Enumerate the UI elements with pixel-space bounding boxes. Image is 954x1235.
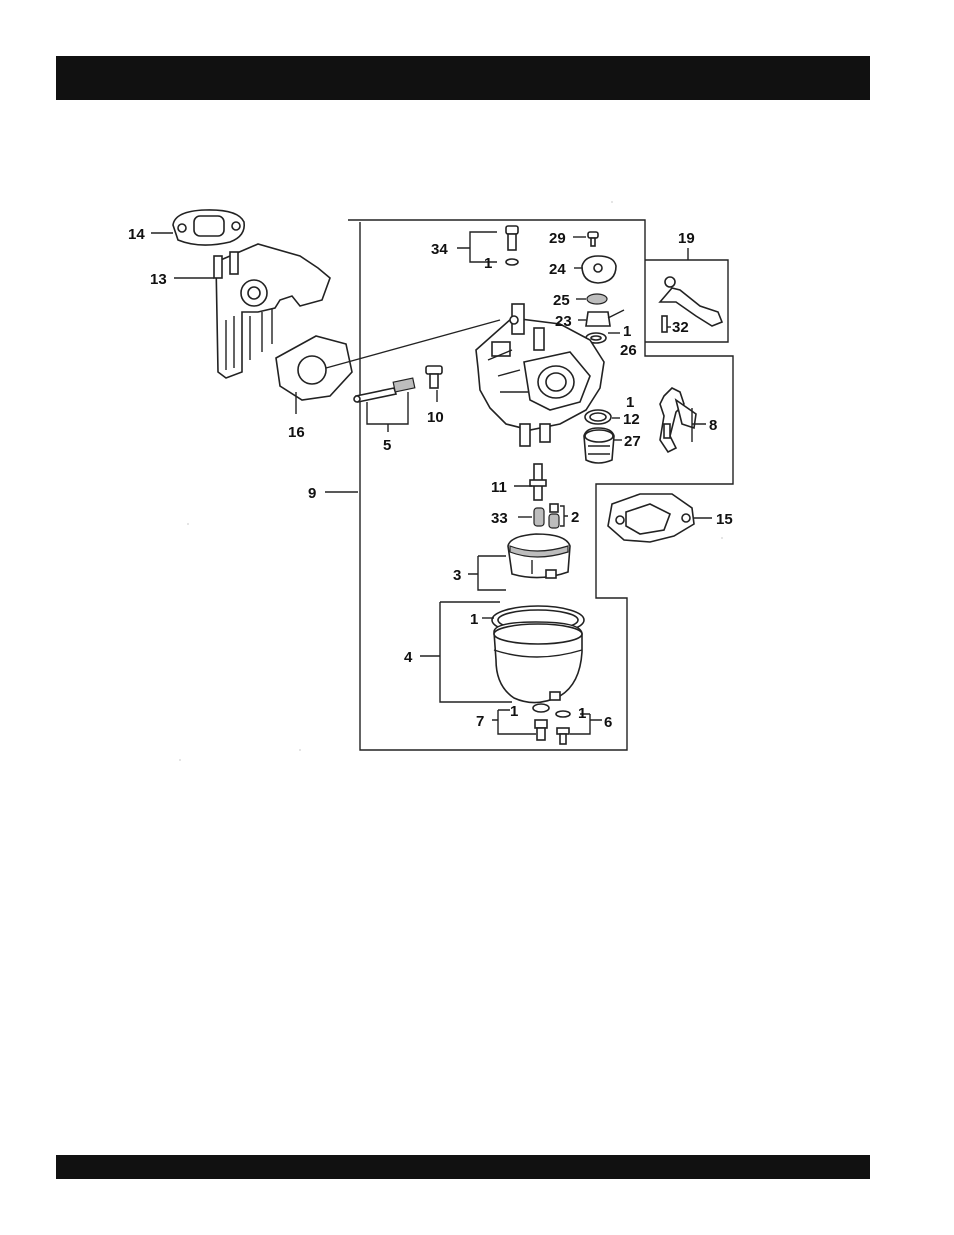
callout-34: 34 bbox=[431, 241, 448, 258]
screw-6 bbox=[556, 711, 570, 744]
callout-2: 2 bbox=[571, 509, 579, 526]
callout-26: 26 bbox=[620, 342, 637, 359]
oring-12 bbox=[585, 410, 611, 424]
callout-1-c: 1 bbox=[626, 394, 634, 411]
callout-6: 6 bbox=[604, 714, 612, 731]
callout-13: 13 bbox=[150, 271, 167, 288]
callout-4: 4 bbox=[404, 649, 413, 666]
screw-34 bbox=[506, 226, 518, 265]
callout-1-d: 1 bbox=[470, 611, 478, 628]
callout-5: 5 bbox=[383, 437, 391, 454]
callout-10: 10 bbox=[427, 409, 444, 426]
callout-12: 12 bbox=[623, 411, 640, 428]
callout-7: 7 bbox=[476, 713, 484, 730]
pilot-screw-5 bbox=[354, 378, 415, 402]
callout-24: 24 bbox=[549, 261, 566, 278]
callout-8: 8 bbox=[709, 417, 717, 434]
float-3 bbox=[508, 534, 570, 578]
callout-1-f: 1 bbox=[578, 705, 586, 722]
callout-1-a: 1 bbox=[484, 255, 492, 272]
cover-24 bbox=[582, 256, 616, 283]
gasket-14 bbox=[173, 210, 244, 245]
callout-15: 15 bbox=[716, 511, 733, 528]
callout-27: 27 bbox=[624, 433, 641, 450]
screw-29 bbox=[588, 232, 598, 246]
callout-14: 14 bbox=[128, 226, 145, 243]
jet-2 bbox=[549, 504, 559, 528]
callout-32: 32 bbox=[672, 319, 689, 336]
choke-valve-8 bbox=[660, 388, 696, 452]
cap-27 bbox=[584, 428, 614, 463]
callout-16: 16 bbox=[288, 424, 305, 441]
gasket-16 bbox=[276, 320, 500, 400]
valve-23 bbox=[586, 310, 624, 326]
callout-11: 11 bbox=[491, 479, 507, 496]
gasket-15 bbox=[608, 494, 694, 542]
jet-33 bbox=[534, 508, 544, 526]
float-bowl-4 bbox=[494, 622, 582, 703]
callout-23: 23 bbox=[555, 313, 572, 330]
screw-10 bbox=[426, 366, 442, 388]
callout-25: 25 bbox=[553, 292, 570, 309]
choke-lever-19 bbox=[660, 277, 722, 332]
callout-3: 3 bbox=[453, 567, 461, 584]
callout-1-b: 1 bbox=[623, 323, 631, 340]
callout-19: 19 bbox=[678, 230, 695, 247]
callout-33: 33 bbox=[491, 510, 508, 527]
callout-9: 9 bbox=[308, 485, 316, 502]
carburetor-body-9 bbox=[476, 304, 604, 446]
spring-25 bbox=[587, 294, 607, 304]
callout-29: 29 bbox=[549, 230, 566, 247]
callout-1-e: 1 bbox=[510, 703, 518, 720]
nozzle-11 bbox=[530, 464, 546, 500]
